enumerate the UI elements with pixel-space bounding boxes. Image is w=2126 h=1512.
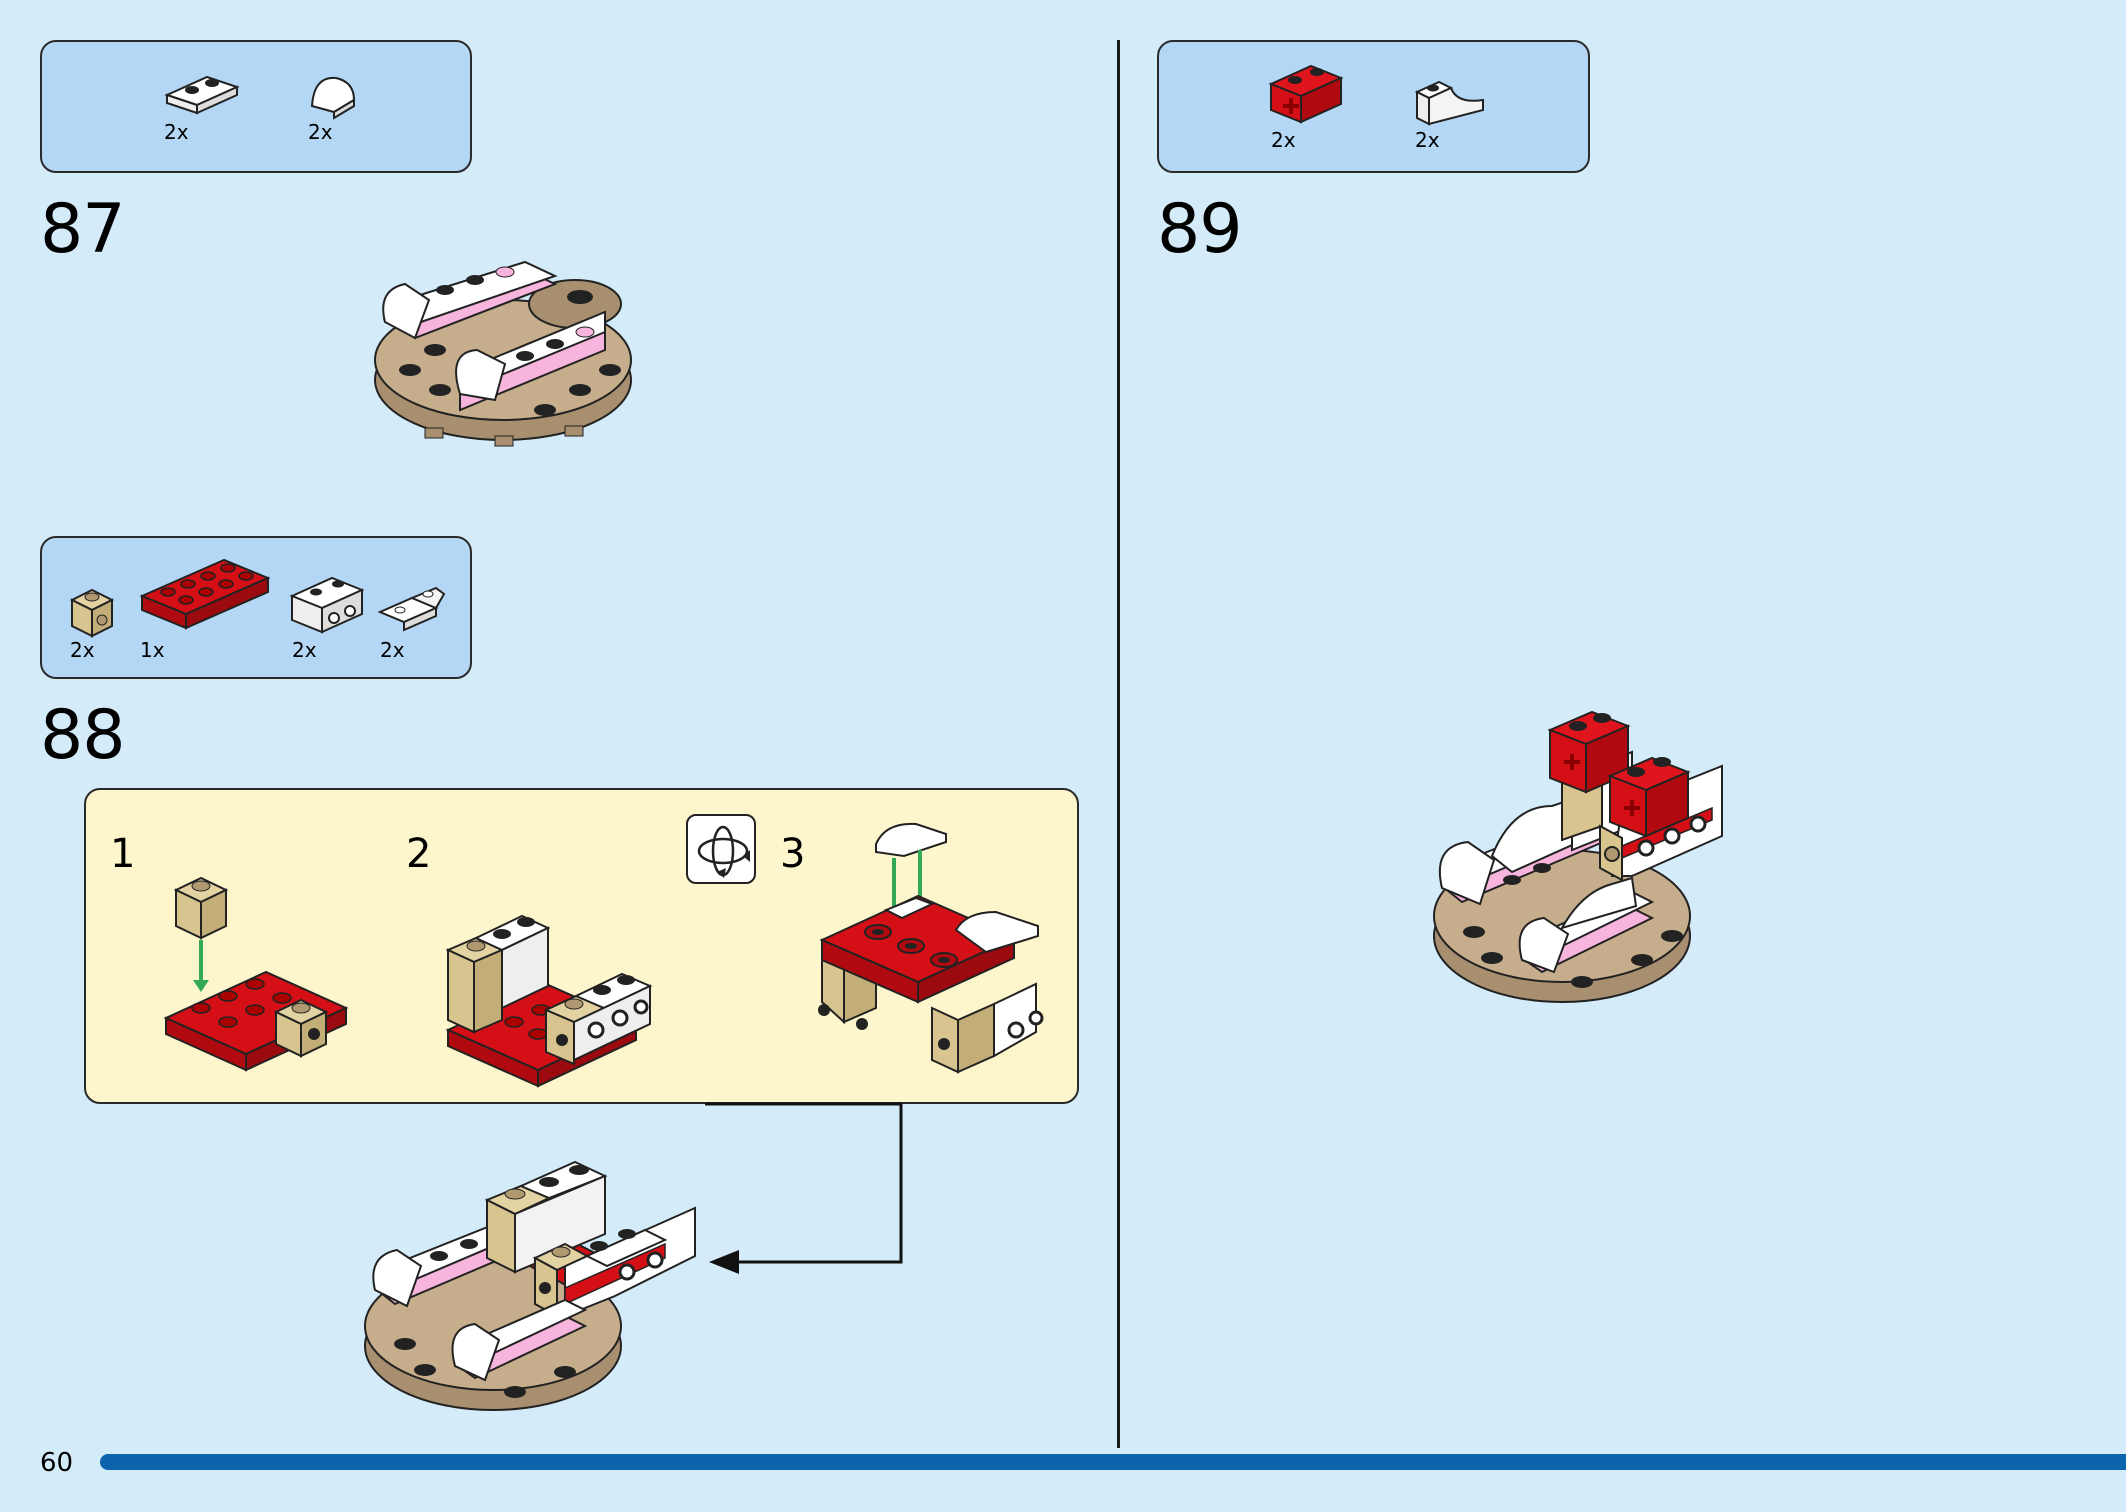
part-qty: 2x <box>70 638 95 662</box>
white-curved-slope-icon <box>310 76 356 120</box>
substep-number-3: 3 <box>780 831 806 877</box>
page-divider <box>1117 40 1120 1448</box>
parts-list-step-89: 2x 2x <box>1157 40 1590 173</box>
part-qty: 2x <box>1271 128 1296 152</box>
step-number-89: 89 <box>1157 190 1243 269</box>
bottom-progress-bar <box>100 1454 2126 1470</box>
substep-number-2: 2 <box>406 831 432 877</box>
substep-number-1: 1 <box>110 831 136 877</box>
parts-list-step-87: 2x 2x <box>40 40 472 173</box>
callout-connector-arrow <box>705 1102 903 1274</box>
part-qty: 2x <box>308 120 333 144</box>
substep-3-illustration <box>818 822 1044 1074</box>
white-plate-1x2-icon <box>164 75 240 115</box>
part-qty: 2x <box>1415 128 1440 152</box>
white-bracket-icon <box>377 586 446 632</box>
part-qty: 1x <box>140 638 165 662</box>
parts-list-step-88: 2x 1x 2x 2x <box>40 536 472 679</box>
white-slope-icon <box>1414 80 1484 126</box>
tan-brick-1x1-side-stud-icon <box>69 588 115 638</box>
part-qty: 2x <box>164 120 189 144</box>
red-brick-axle-hole-icon <box>1268 64 1344 124</box>
build-model-step-88 <box>364 1160 696 1411</box>
substep-2-illustration <box>445 914 653 1088</box>
build-model-step-89 <box>1433 710 1723 1003</box>
page-number: 60 <box>40 1448 74 1478</box>
part-qty: 2x <box>292 638 317 662</box>
white-brick-1x2-side-studs-icon <box>289 576 365 634</box>
red-plate-2x4-icon <box>139 558 271 630</box>
step-number-87: 87 <box>40 190 126 269</box>
substep-1-illustration <box>163 876 349 1072</box>
build-model-step-87 <box>374 260 632 447</box>
step-number-88: 88 <box>40 696 126 775</box>
rotate-model-icon <box>686 814 756 884</box>
substep-panel-step-88: 1 2 <box>84 788 1079 1104</box>
part-qty: 2x <box>380 638 405 662</box>
